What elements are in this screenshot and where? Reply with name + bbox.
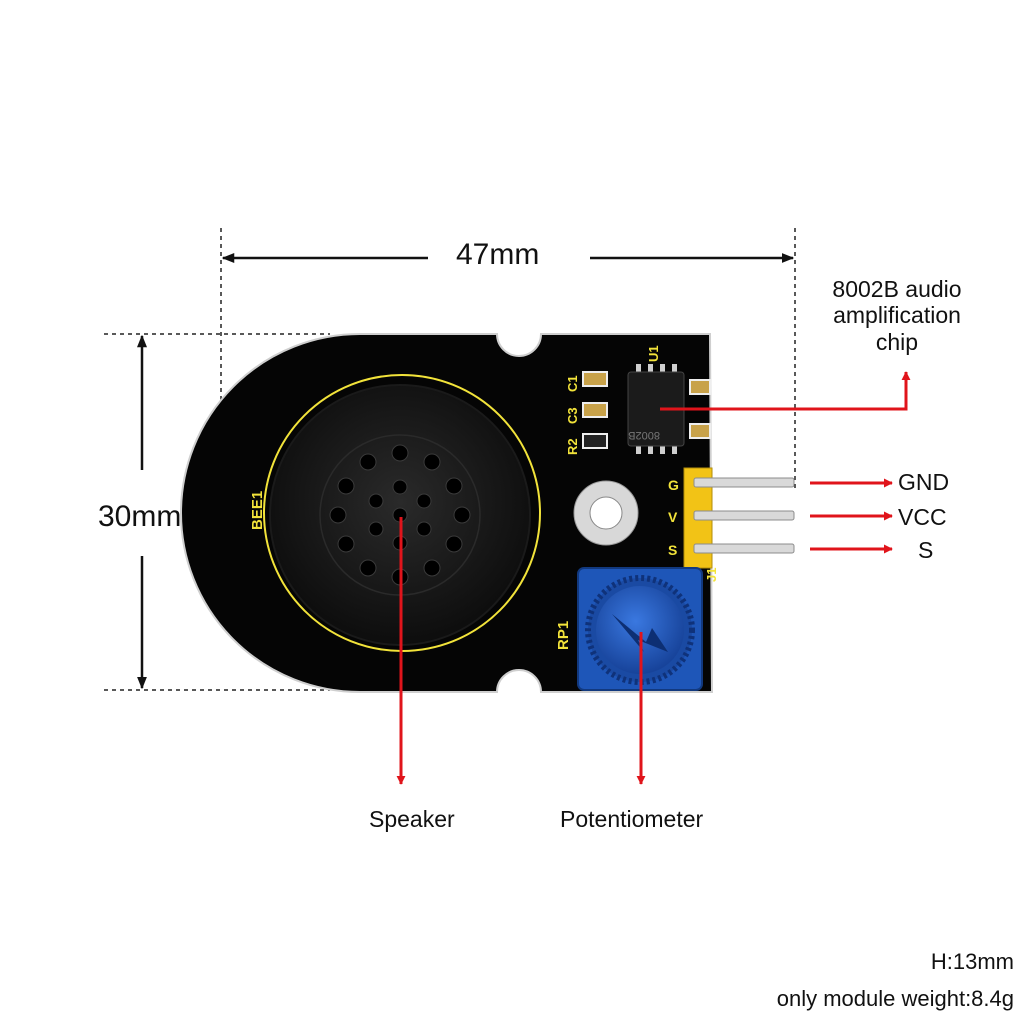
- pin-s: [693, 543, 795, 554]
- chip-callout-line-2: amplification: [833, 302, 961, 329]
- speaker-ref-silk: BEE1: [249, 491, 266, 530]
- u1-silk: U1: [646, 345, 661, 362]
- pot-arrow-mark: [612, 614, 668, 652]
- potentiometer-label: Potentiometer: [560, 806, 704, 832]
- speaker-grille-holes: [329, 444, 471, 586]
- mounting-hole: [573, 480, 639, 546]
- smd-components: C1 C3 R2: [565, 371, 711, 455]
- pin-gnd: [693, 477, 795, 488]
- amplifier-chip: 8002B U1: [627, 345, 685, 454]
- pot-knob: [596, 586, 684, 674]
- speaker-label: Speaker: [369, 806, 455, 832]
- pin-label-gnd: GND: [898, 469, 950, 495]
- chip-callout-line-1: 8002B audio: [832, 276, 962, 302]
- resistor-mid-right: [689, 423, 711, 439]
- capacitor-c1: [582, 371, 608, 387]
- pin-header: G V S J1: [668, 467, 795, 582]
- chip-callout-label: 8002B audio amplification chip: [822, 276, 972, 355]
- spec-weight: only module weight:8.4g: [776, 986, 1014, 1011]
- height-label: 30mm: [98, 500, 182, 533]
- j1-silk: J1: [704, 568, 719, 582]
- spec-height: H:13mm: [930, 949, 1014, 974]
- capacitor-c3: [582, 402, 608, 418]
- rp1-silk: RP1: [555, 621, 572, 650]
- chip-callout-line: [660, 371, 911, 411]
- c3-silk: C3: [565, 407, 580, 424]
- r2-silk: R2: [565, 438, 580, 455]
- pin-label-vcc: VCC: [898, 504, 947, 530]
- resistor-top-right: [689, 379, 711, 395]
- c1-silk: C1: [565, 375, 580, 392]
- pin-label-s: S: [918, 537, 934, 563]
- pin-vcc: [693, 510, 795, 521]
- chip-callout-line-3: chip: [875, 328, 919, 355]
- chip-marking: 8002B: [628, 429, 660, 441]
- header-pin-s-silk: S: [668, 542, 677, 558]
- header-pin-g-silk: G: [668, 477, 679, 493]
- header-pin-v-silk: V: [668, 509, 678, 525]
- callout-arrows: [396, 371, 911, 785]
- resistor-r2: [582, 433, 608, 449]
- width-label: 47mm: [456, 238, 540, 271]
- potentiometer: RP1: [555, 567, 703, 691]
